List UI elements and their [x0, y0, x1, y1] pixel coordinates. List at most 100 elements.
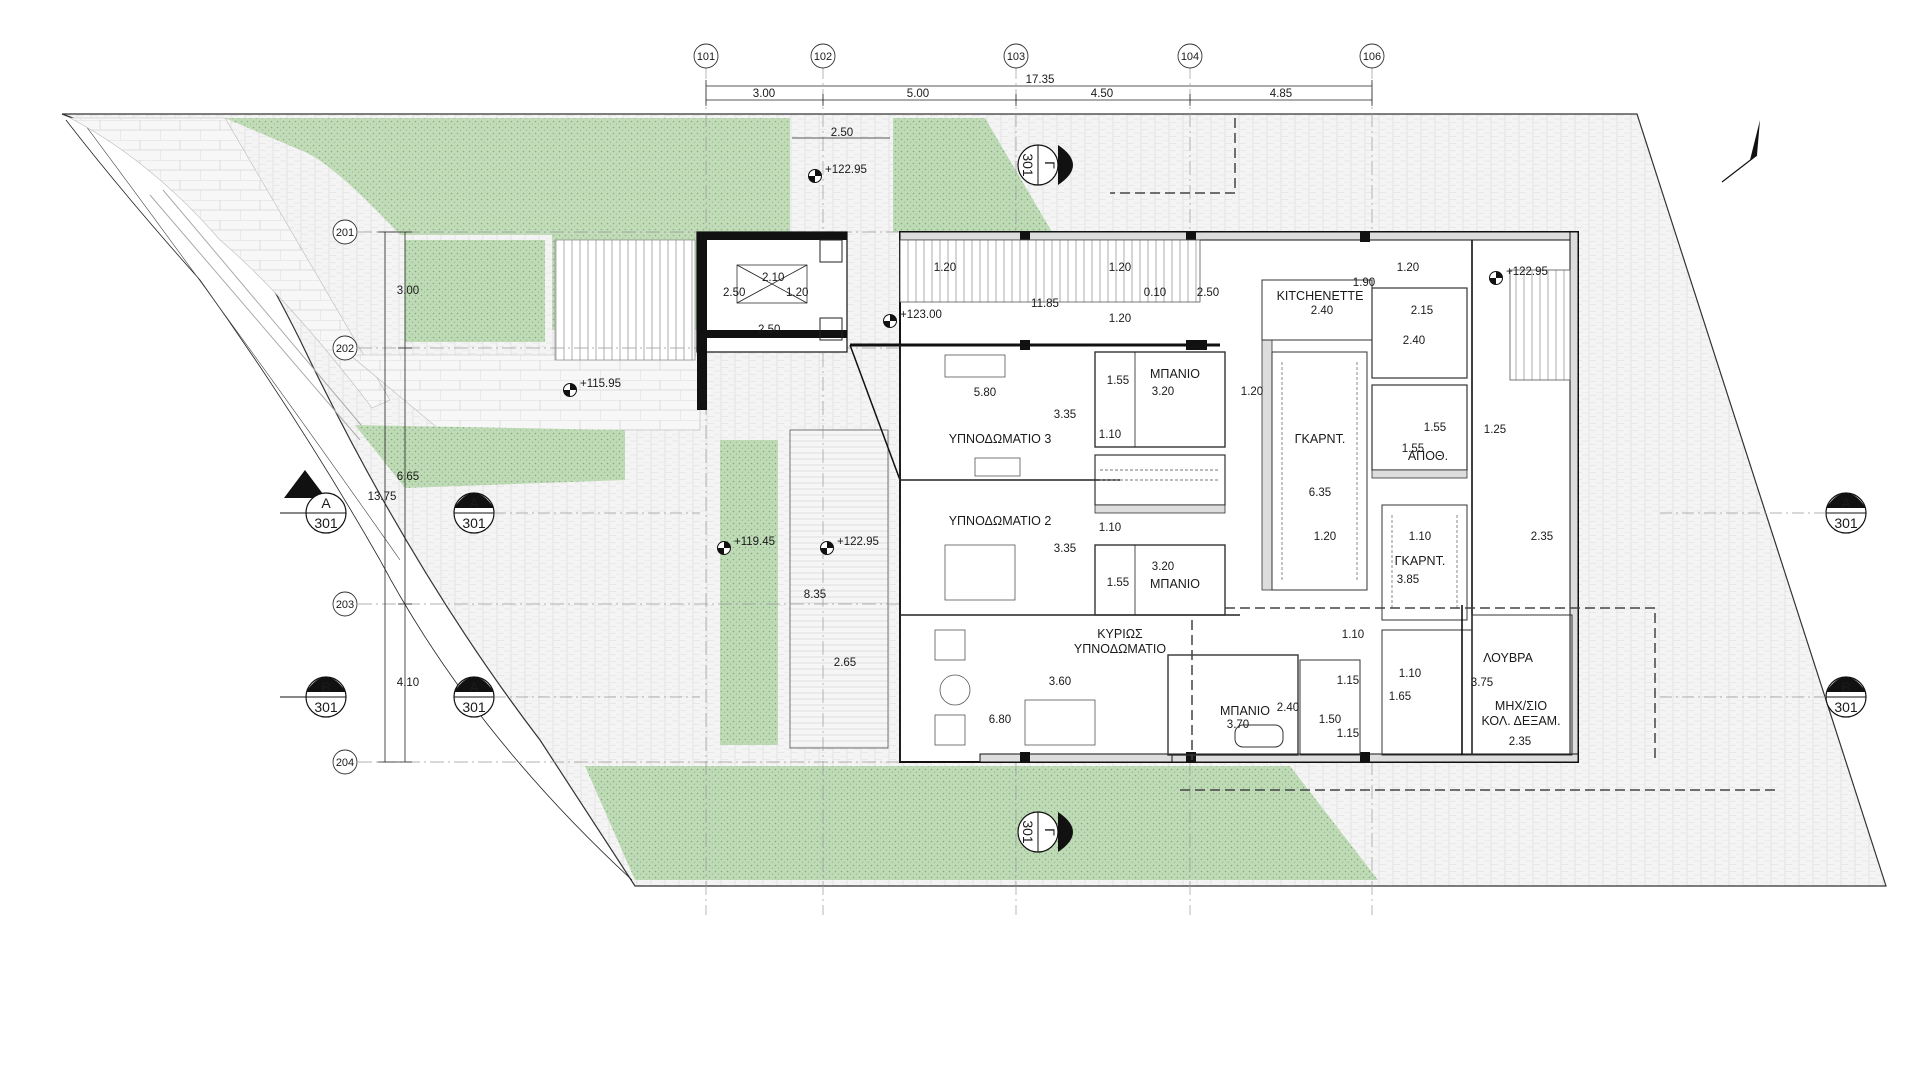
interior-dimensions: 1.20 1.20 11.85 0.10 2.50 1.20 1.90 1.20… — [804, 262, 1553, 748]
dim-bedroom-3-height: 3.35 — [1054, 409, 1076, 421]
dim-wc-width: 2.15 — [1411, 305, 1433, 317]
section-a-marker-2: A 301 — [453, 492, 700, 534]
dim-storage-height: 1.55 — [1402, 443, 1424, 455]
level-marker-3: +115.95 — [563, 378, 621, 397]
room-bath-2: ΜΠΑΝΙΟ — [1150, 577, 1200, 591]
section-b-marker-2: B 301 — [1660, 676, 1867, 718]
dim-left-seg-1: 3.00 — [397, 285, 419, 297]
grid-row-202: 202 — [336, 343, 354, 355]
grid-col-103: 103 — [1007, 51, 1025, 63]
dim-kitchenette-width: 2.40 — [1311, 305, 1333, 317]
dim-lift-width: 2.10 — [762, 272, 784, 284]
level-marker-4: +119.45 — [717, 536, 775, 555]
dim-stair-mid: 1.20 — [1109, 262, 1131, 274]
section-a-2-sheet: 301 — [462, 515, 486, 531]
section-a-marker-1: A 301 — [280, 470, 347, 534]
dim-bedroom-3-width: 5.80 — [974, 387, 996, 399]
room-dressing-2: ΓΚΑΡΝΤ. — [1395, 554, 1446, 568]
section-a-4-sheet: 301 — [462, 699, 486, 715]
dim-dressing-2-width: 1.10 — [1409, 531, 1431, 543]
room-bath-1: ΜΠΑΝΙΟ — [1150, 367, 1200, 381]
top-dimension-chain: 17.35 3.00 5.00 4.50 4.85 2.50 — [705, 74, 1373, 139]
dim-corridor-width: 2.50 — [1197, 287, 1219, 299]
section-a-4-letter: A — [469, 679, 479, 695]
level-marker-5: +122.95 — [820, 536, 879, 555]
dim-hall-165: 1.65 — [1389, 691, 1411, 703]
room-storage: ΑΠΟΘ. — [1408, 449, 1448, 463]
dim-bath-2-width: 1.55 — [1107, 577, 1129, 589]
grid-col-106: 106 — [1363, 51, 1381, 63]
section-b-marker-1: B 301 — [280, 676, 347, 718]
dim-bath-2-height: 3.20 — [1152, 561, 1174, 573]
dim-left-seg-3: 4.10 — [397, 677, 419, 689]
dim-master-width: 6.80 — [989, 714, 1011, 726]
dim-lift-side: 2.50 — [723, 287, 745, 299]
dim-dressing-height: 6.35 — [1309, 487, 1331, 499]
pool-deck — [789, 429, 889, 749]
dim-pool-width: 2.50 — [831, 127, 853, 139]
dim-terrace-height: 8.35 — [804, 589, 826, 601]
room-labels: KITCHENETTE ΜΠΑΝΙΟ ΜΠΑΝΙΟ ΜΠΑΝΙΟ ΥΠΝΟΔΩΜ… — [949, 289, 1561, 728]
section-a-marker-3: A 301 — [1660, 492, 1867, 534]
dim-hall-110b: 1.10 — [1399, 668, 1421, 680]
section-c-top-letter: Γ — [1042, 161, 1058, 169]
dim-bath-1-height: 3.20 — [1152, 386, 1174, 398]
grid-col-104: 104 — [1181, 51, 1199, 63]
dim-corridor-height: 1.20 — [1109, 313, 1131, 325]
section-a-3-sheet: 301 — [1834, 515, 1858, 531]
section-b-1-letter: B — [321, 679, 330, 695]
dim-top-seg-3: 4.50 — [1091, 88, 1113, 100]
level-5-text: +122.95 — [837, 536, 879, 548]
room-bedroom-3: ΥΠΝΟΔΩΜΑΤΙΟ 3 — [949, 432, 1052, 446]
house-walls — [849, 231, 1579, 763]
room-bath-3: ΜΠΑΝΙΟ — [1220, 704, 1270, 718]
level-markers: +122.95 +123.00 +115.95 +119.45 +122.95 … — [563, 164, 1548, 555]
section-markers: A 301 A 301 A 301 B 301 — [280, 144, 1867, 853]
section-c-bottom-sheet: 301 — [1020, 820, 1036, 844]
grid-col-101: 101 — [697, 51, 715, 63]
dim-right-depth: 2.35 — [1531, 531, 1553, 543]
dim-kitchenette-top-2: 1.20 — [1397, 262, 1419, 274]
section-c-marker-top: 301 Γ — [1017, 144, 1073, 186]
level-2-text: +123.00 — [900, 309, 942, 321]
dim-total-depth: 13.75 — [368, 491, 397, 503]
room-dressing-1: ΓΚΑΡΝΤ. — [1295, 432, 1346, 446]
section-c-bottom-letter: Γ — [1042, 828, 1058, 836]
room-louvre: ΛΟΥΒΡΑ — [1483, 651, 1533, 665]
dim-louvre-height: 3.75 — [1471, 677, 1493, 689]
section-b-1-sheet: 301 — [314, 699, 338, 715]
dim-storage-width: 1.55 — [1424, 422, 1446, 434]
dim-closet-1: 1.10 — [1099, 429, 1121, 441]
section-a-1-letter: A — [321, 495, 331, 511]
dim-top-seg-1: 3.00 — [753, 88, 775, 100]
dim-stair-top: 1.20 — [934, 262, 956, 274]
room-kitchenette: KITCHENETTE — [1277, 289, 1364, 303]
dim-hall-110: 1.10 — [1342, 629, 1364, 641]
dim-bath-1-side: 1.20 — [1241, 386, 1263, 398]
grid-row-markers: 201 202 203 204 — [332, 219, 358, 775]
dim-corridor-length: 11.85 — [1031, 298, 1059, 310]
dim-hall-115b: 1.15 — [1337, 728, 1359, 740]
room-plant-line-2: ΚΟΛ. ΔΕΞΑΜ. — [1481, 714, 1560, 728]
dim-lift-height: 1.20 — [786, 287, 808, 299]
section-b-2-sheet: 301 — [1834, 699, 1858, 715]
dim-storage-side: 1.25 — [1484, 424, 1506, 436]
dim-bath-3-height: 2.40 — [1277, 702, 1299, 714]
lift-core: 2.10 1.20 2.50 2.50 — [696, 231, 848, 410]
dashed-outlines — [1110, 118, 1780, 791]
level-marker-6: +122.95 — [1489, 266, 1548, 285]
dim-bath-3-width: 3.70 — [1227, 719, 1249, 731]
dim-closet-2: 1.10 — [1099, 522, 1121, 534]
section-a-marker-4: A 301 — [453, 676, 700, 718]
dim-plant-width: 2.35 — [1509, 736, 1531, 748]
grid-row-201: 201 — [336, 227, 354, 239]
left-dimension-chain: 13.75 3.00 6.65 4.10 — [368, 231, 419, 763]
dim-total-width: 17.35 — [1026, 74, 1055, 86]
grid-column-markers: 101 102 103 104 106 — [693, 43, 1385, 69]
dim-top-seg-4: 4.85 — [1270, 88, 1292, 100]
dim-wall-010: 0.10 — [1144, 287, 1166, 299]
dim-hall-150: 1.50 — [1319, 714, 1341, 726]
dim-dressing-width: 1.20 — [1314, 531, 1336, 543]
section-c-top-sheet: 301 — [1020, 153, 1036, 177]
